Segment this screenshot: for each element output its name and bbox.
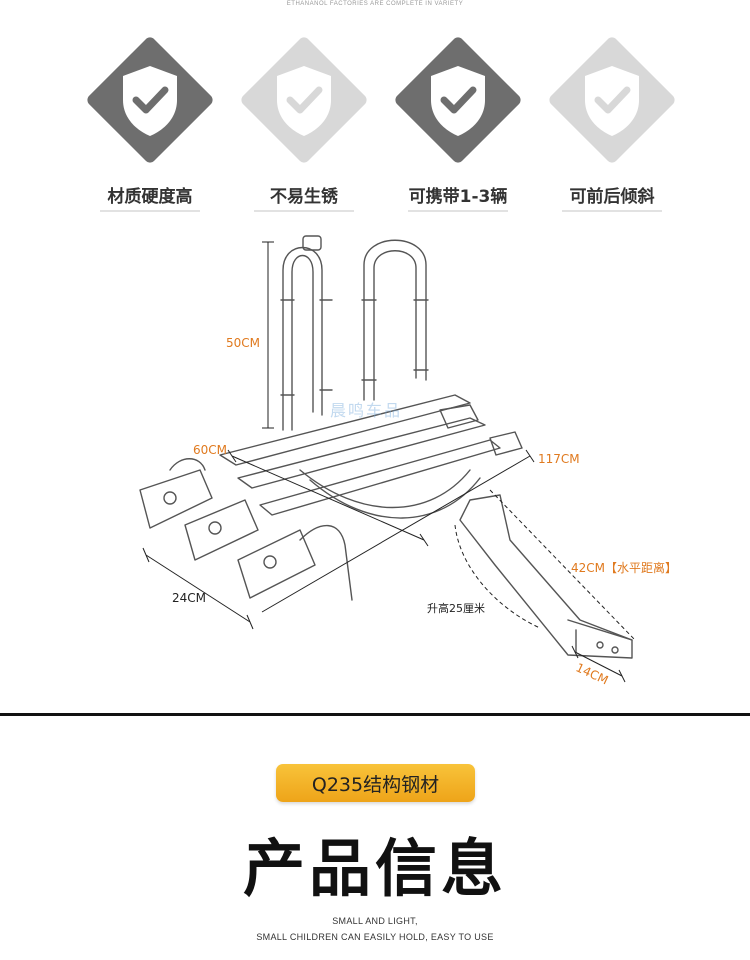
watermark: 晨鸣车品 xyxy=(330,401,403,420)
feature-tilt: 可前后倾斜 xyxy=(542,30,682,215)
dimension-height: 50CM xyxy=(226,336,261,350)
feature-rustproof: 不易生锈 xyxy=(234,30,374,215)
feature-label: 材质硬度高 xyxy=(107,187,193,207)
subtitle-line-1: SMALL AND LIGHT, xyxy=(332,916,418,926)
dimension-length: 117CM xyxy=(538,452,580,466)
bike-rack-diagram xyxy=(139,235,636,683)
feature-underline xyxy=(100,210,200,212)
dimension-spacing: 24CM xyxy=(172,591,207,605)
dimension-lift: 升高25厘米 xyxy=(427,602,485,615)
shield-check-icon xyxy=(395,37,521,163)
shield-check-icon xyxy=(241,37,367,163)
feature-underline xyxy=(562,210,662,212)
page-title: 产品信息 xyxy=(242,832,507,905)
feature-label: 可携带1-3辆 xyxy=(408,187,508,207)
dimension-width: 60CM xyxy=(193,443,228,457)
feature-hardness: 材质硬度高 xyxy=(80,30,220,215)
feature-label: 不易生锈 xyxy=(270,187,338,207)
feature-capacity: 可携带1-3辆 xyxy=(388,30,528,215)
subtitle-line-2: SMALL CHILDREN CAN EASILY HOLD, EASY TO … xyxy=(256,932,494,942)
section-divider xyxy=(0,713,750,716)
feature-label: 可前后倾斜 xyxy=(569,187,655,207)
feature-underline xyxy=(408,210,508,212)
shield-check-icon xyxy=(549,37,675,163)
feature-underline xyxy=(254,210,354,212)
material-badge: Q235结构钢材 xyxy=(276,764,475,802)
shield-check-icon xyxy=(87,37,213,163)
dimension-horizontal: 42CM【水平距离】 xyxy=(571,561,678,575)
top-caption: ETHANANOL FACTORIES ARE COMPLETE IN VARI… xyxy=(286,1,464,7)
